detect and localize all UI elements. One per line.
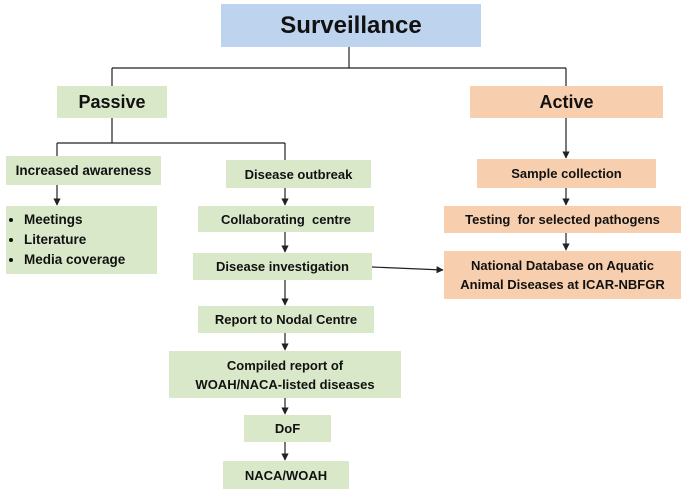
bullet-media-coverage: Media coverage [24, 250, 125, 270]
compiled-report-line2: WOAH/NACA-listed diseases [195, 376, 375, 392]
naca-woah-node: NACA/WOAH [223, 461, 349, 489]
increased-awareness-node: Increased awareness [6, 156, 161, 185]
dof-node: DoF [244, 415, 331, 442]
bullet-literature: Literature [24, 230, 125, 250]
surveillance-title: Surveillance [221, 4, 481, 47]
disease-outbreak-node: Disease outbreak [226, 160, 371, 188]
awareness-bullet-list: Meetings Literature Media coverage [6, 210, 125, 270]
national-database-line1: National Database on Aquatic [471, 258, 654, 273]
disease-investigation-node: Disease investigation [193, 253, 372, 280]
collaborating-centre-node: Collaborating centre [198, 206, 374, 232]
awareness-bullets-node: Meetings Literature Media coverage [6, 206, 157, 274]
active-node: Active [470, 86, 663, 118]
national-database-node: National Database on Aquatic Animal Dise… [444, 251, 681, 299]
compiled-report-node: Compiled report of WOAH/NACA-listed dise… [169, 351, 401, 398]
passive-node: Passive [57, 86, 167, 118]
arrow-investigation-database [371, 266, 444, 274]
bullet-meetings: Meetings [24, 210, 125, 230]
national-database-line2: Animal Diseases at ICAR-NBFGR [460, 277, 665, 292]
report-nodal-centre-node: Report to Nodal Centre [198, 306, 374, 333]
compiled-report-line1: Compiled report of [226, 357, 344, 373]
testing-pathogens-node: Testing for selected pathogens [444, 206, 681, 233]
sample-collection-node: Sample collection [477, 159, 656, 188]
